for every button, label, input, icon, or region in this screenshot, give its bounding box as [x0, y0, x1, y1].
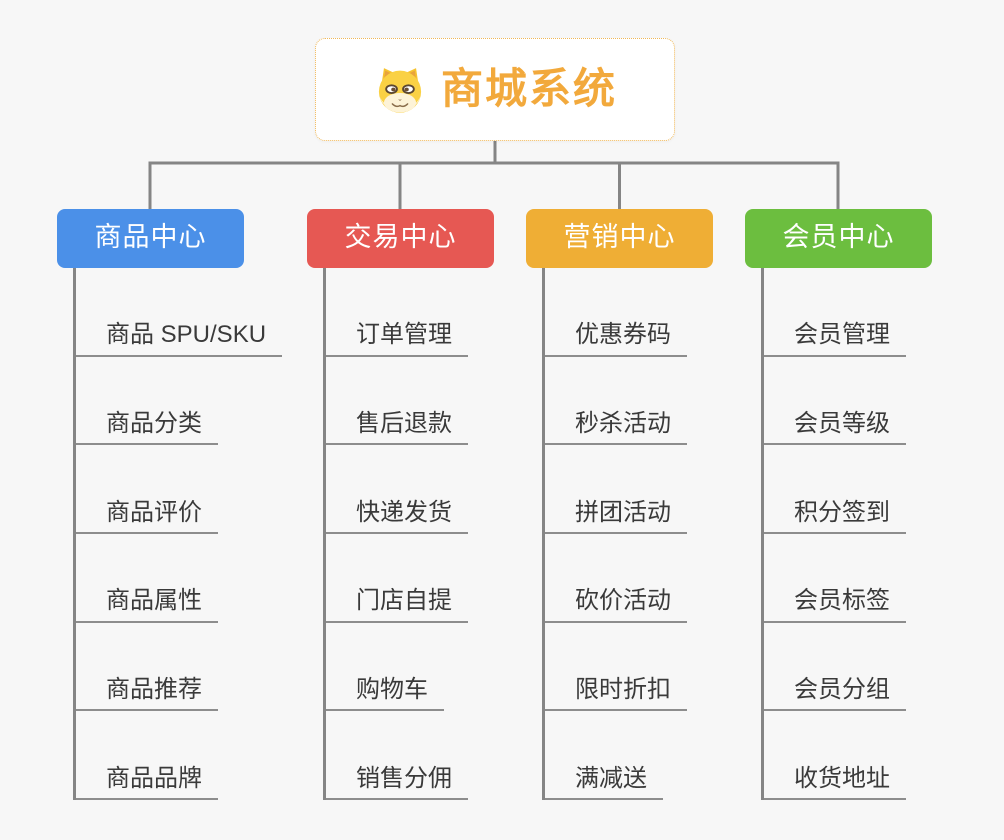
branch-member-center: 会员中心 会员管理 会员等级 积分签到 会员标签 会员分组 收货地址 — [745, 209, 932, 801]
subtopic-item[interactable]: 收货地址 — [764, 711, 906, 801]
subtopic-item[interactable]: 商品 SPU/SKU — [76, 268, 283, 357]
subtopic-item[interactable]: 会员标签 — [764, 534, 906, 623]
dog-face-icon — [378, 67, 422, 113]
subtopic-item[interactable]: 满减送 — [545, 711, 663, 801]
subtopic-item[interactable]: 会员等级 — [764, 357, 906, 446]
subtopic-item[interactable]: 售后退款 — [326, 357, 468, 446]
branch-header[interactable]: 商品中心 — [57, 209, 244, 268]
subtopic-item[interactable]: 销售分佣 — [326, 711, 468, 801]
subtopic-item[interactable]: 商品评价 — [76, 445, 218, 535]
subtopic-item[interactable]: 商品品牌 — [76, 711, 218, 801]
branch-header[interactable]: 交易中心 — [307, 209, 494, 268]
branch-header-label: 会员中心 — [782, 222, 895, 252]
root-node[interactable]: 商城系统 — [315, 38, 675, 141]
branch-header[interactable]: 会员中心 — [745, 209, 932, 268]
subtopic-item[interactable]: 会员管理 — [764, 268, 906, 357]
branch-header-label: 营销中心 — [563, 222, 676, 252]
subtopic-item[interactable]: 限时折扣 — [545, 623, 687, 712]
subtopic-item[interactable]: 订单管理 — [326, 268, 468, 357]
branch-subtopics: 会员管理 会员等级 积分签到 会员标签 会员分组 收货地址 — [761, 268, 906, 801]
branch-subtopics: 优惠券码 秒杀活动 拼团活动 砍价活动 限时折扣 满减送 — [542, 268, 687, 801]
branch-header-label: 交易中心 — [344, 222, 457, 252]
subtopic-item[interactable]: 快递发货 — [326, 445, 468, 535]
subtopic-item[interactable]: 秒杀活动 — [545, 357, 687, 446]
branch-subtopics: 商品 SPU/SKU 商品分类 商品评价 商品属性 商品推荐 商品品牌 — [73, 268, 283, 801]
subtopic-item[interactable]: 商品分类 — [76, 357, 218, 446]
subtopic-item[interactable]: 拼团活动 — [545, 445, 687, 535]
branch-subtopics: 订单管理 售后退款 快递发货 门店自提 购物车 销售分佣 — [323, 268, 468, 801]
subtopic-item[interactable]: 积分签到 — [764, 445, 906, 535]
branch-trade-center: 交易中心 订单管理 售后退款 快递发货 门店自提 购物车 销售分佣 — [307, 209, 494, 801]
branch-product-center: 商品中心 商品 SPU/SKU 商品分类 商品评价 商品属性 商品推荐 商品品牌 — [57, 209, 283, 801]
branch-header-label: 商品中心 — [94, 222, 207, 252]
subtopic-item[interactable]: 门店自提 — [326, 534, 468, 623]
subtopic-item[interactable]: 商品属性 — [76, 534, 218, 623]
subtopic-item[interactable]: 会员分组 — [764, 623, 906, 712]
root-title: 商城系统 — [440, 64, 617, 112]
branch-header[interactable]: 营销中心 — [526, 209, 713, 268]
subtopic-item[interactable]: 购物车 — [326, 623, 444, 712]
subtopic-item[interactable]: 商品推荐 — [76, 623, 218, 712]
branch-marketing-center: 营销中心 优惠券码 秒杀活动 拼团活动 砍价活动 限时折扣 满减送 — [526, 209, 713, 801]
subtopic-item[interactable]: 优惠券码 — [545, 268, 687, 357]
subtopic-item[interactable]: 砍价活动 — [545, 534, 687, 623]
